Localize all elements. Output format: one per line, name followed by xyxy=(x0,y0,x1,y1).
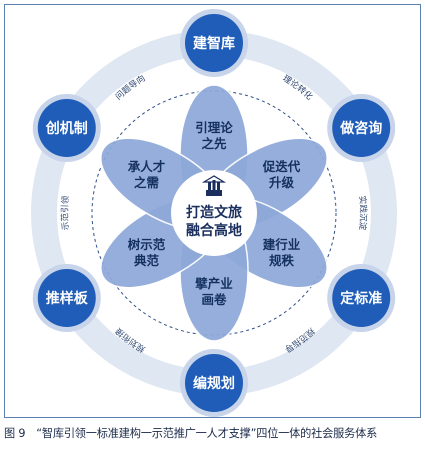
node-disk-upper-left xyxy=(37,99,96,157)
petal-label-top-line2: 之先 xyxy=(201,136,227,151)
node-label-lower-right: 定标准 xyxy=(340,290,382,307)
node-disk-bottom xyxy=(185,354,243,412)
node-lower-left: 推样板 xyxy=(32,264,101,332)
arc-label-right: 实践沉淀 xyxy=(356,195,368,231)
node-disk-upper-right xyxy=(332,99,391,157)
figure-caption: 图 9 “智库引领一标准建构一示范推广一人才支撑”四位一体的社会服务体系 xyxy=(4,427,378,440)
node-upper-right: 做咨询 xyxy=(327,94,396,162)
node-lower-right: 定标准 xyxy=(327,264,396,332)
petal-label-upper-left-line1: 承人才 xyxy=(128,159,166,174)
petal-label-lower-right-line2: 规秩 xyxy=(269,253,295,268)
node-disk-lower-right xyxy=(332,269,391,327)
petal-label-lower-left-line1: 树示范 xyxy=(128,237,166,252)
petal-label-bottom-line2: 画卷 xyxy=(201,292,227,307)
petal-label-upper-right-line1: 促迭代 xyxy=(262,159,301,174)
node-label-top: 建智库 xyxy=(193,35,235,52)
center-title-line1: 打造文旅 xyxy=(186,204,242,221)
center-title-line2: 融合高地 xyxy=(186,222,242,239)
petal-label-upper-right-line2: 升级 xyxy=(269,175,295,190)
node-disk-lower-left xyxy=(37,269,96,327)
node-label-upper-left: 创机制 xyxy=(45,120,88,137)
node-label-lower-left: 推样板 xyxy=(46,290,89,307)
center-circle xyxy=(171,170,257,256)
node-top: 建智库 xyxy=(180,9,248,77)
building-icon xyxy=(201,175,227,196)
arc-label-left: 示范引领 xyxy=(59,195,71,231)
petal-label-lower-left-line2: 典范 xyxy=(134,253,160,268)
node-label-bottom: 编规划 xyxy=(193,375,235,392)
petal-label-upper-left-line2: 之需 xyxy=(134,175,159,190)
petal-label-top-line1: 引理论 xyxy=(195,120,233,135)
node-upper-left: 创机制 xyxy=(32,94,101,162)
petal-label-lower-right-line1: 建行业 xyxy=(263,237,301,252)
petal-label-bottom-line1: 擘产业 xyxy=(194,276,233,291)
dashed-circle xyxy=(91,90,337,336)
node-label-upper-right: 做咨询 xyxy=(339,120,382,137)
diagram-frame: 理论转化实践沉淀规范指导规划衔接示范引领问题导向 引理论之先促迭代升级建行业规秩… xyxy=(4,4,421,418)
node-disk-top xyxy=(185,14,243,72)
node-bottom: 编规划 xyxy=(180,349,248,417)
